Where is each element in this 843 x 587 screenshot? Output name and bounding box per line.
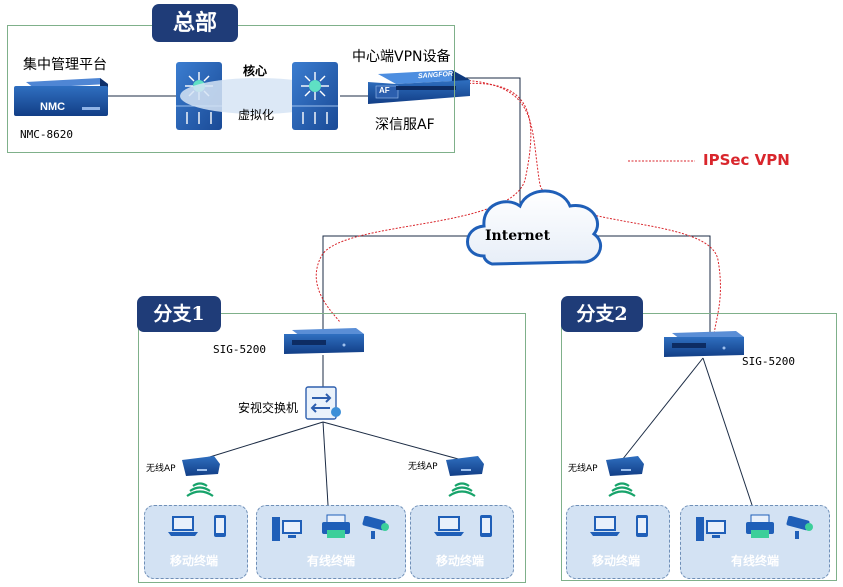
branch2-mobile-group-label: 移动终端 xyxy=(592,554,641,568)
laptop-icon xyxy=(434,516,464,536)
branch2-ap-label: 无线AP xyxy=(568,464,598,474)
sig-gateway-branch1-icon xyxy=(284,328,364,354)
branch2-mobile-group: 移动终端 xyxy=(566,505,670,579)
phone-icon xyxy=(214,515,226,537)
sig-gateway-branch2-icon xyxy=(664,331,744,357)
link-switch-wired xyxy=(322,421,329,506)
branch1-mobile-group-left-label: 移动终端 xyxy=(170,554,219,568)
ipsec-tunnel-branch1 xyxy=(315,82,532,323)
printer-icon xyxy=(322,514,350,538)
security-switch-icon xyxy=(305,386,341,420)
branch1-mobile-group-right: 移动终端 xyxy=(410,505,514,579)
branch2-wired-group-label: 有线终端 xyxy=(731,554,780,568)
wifi-icon xyxy=(186,482,214,497)
printer-icon xyxy=(746,514,774,538)
headquarters-title: 总部 xyxy=(152,4,238,42)
links xyxy=(106,77,753,506)
security-switch-label: 安视交换机 xyxy=(238,401,299,415)
laptop-icon xyxy=(168,516,198,536)
link-switch-ap-right xyxy=(322,421,463,461)
branch2-region xyxy=(561,313,837,581)
camera-icon xyxy=(362,516,389,539)
branch1-ap-right-label: 无线AP xyxy=(408,462,438,472)
nms-label: 集中管理平台 xyxy=(23,57,107,73)
ap-branch1-right-icon xyxy=(446,456,484,476)
vpn-device-label: 中心端VPN设备 xyxy=(352,49,451,65)
branch1-title: 分支1 xyxy=(137,296,221,332)
legend-ipsec-vpn-label: IPSec VPN xyxy=(703,151,790,169)
ap-branch1-left-icon xyxy=(182,456,220,476)
wifi-icon xyxy=(448,482,476,497)
af-device-icon xyxy=(368,70,470,104)
branch2-gateway-model: SIG-5200 xyxy=(742,355,795,368)
nmc-brand-label: NMC xyxy=(40,101,66,113)
link-internet-branch2 xyxy=(588,235,711,333)
virtualization-label: 虚拟化 xyxy=(238,108,275,122)
branch1-wired-group: 有线终端 xyxy=(256,505,406,579)
link-sig2-ap xyxy=(621,357,704,461)
branch1-mobile-group-right-label: 移动终端 xyxy=(436,554,485,568)
link-af-internet xyxy=(462,77,521,205)
internet-cloud-icon xyxy=(466,189,602,266)
core-label: 核心 xyxy=(243,64,268,78)
vpn-device-name: 深信服AF xyxy=(375,117,435,133)
link-switch-ap-left xyxy=(199,421,324,461)
phone-icon xyxy=(480,515,492,537)
nms-model: NMC-8620 xyxy=(20,128,73,141)
core-switch-right-icon xyxy=(292,62,338,130)
phone-icon xyxy=(636,515,648,537)
nmc-device-icon xyxy=(14,78,108,116)
branch1-mobile-group-left: 移动终端 xyxy=(144,505,248,579)
camera-icon xyxy=(786,516,813,539)
ap-branch2-icon xyxy=(606,456,644,476)
link-sig2-wired xyxy=(702,357,753,506)
desktop-pc-icon xyxy=(696,517,726,541)
branch1-region xyxy=(138,313,526,583)
laptop-icon xyxy=(590,516,620,536)
branch2-title: 分支2 xyxy=(561,296,643,332)
branch1-ap-left-label: 无线AP xyxy=(146,464,176,474)
desktop-pc-icon xyxy=(272,517,302,541)
branch1-gateway-model: SIG-5200 xyxy=(213,343,266,356)
branch1-wired-group-label: 有线终端 xyxy=(307,554,356,568)
af-badge: AF xyxy=(379,86,390,95)
internet-label: Internet xyxy=(485,228,551,244)
wifi-icon xyxy=(608,482,636,497)
branch2-wired-group: 有线终端 xyxy=(680,505,830,579)
